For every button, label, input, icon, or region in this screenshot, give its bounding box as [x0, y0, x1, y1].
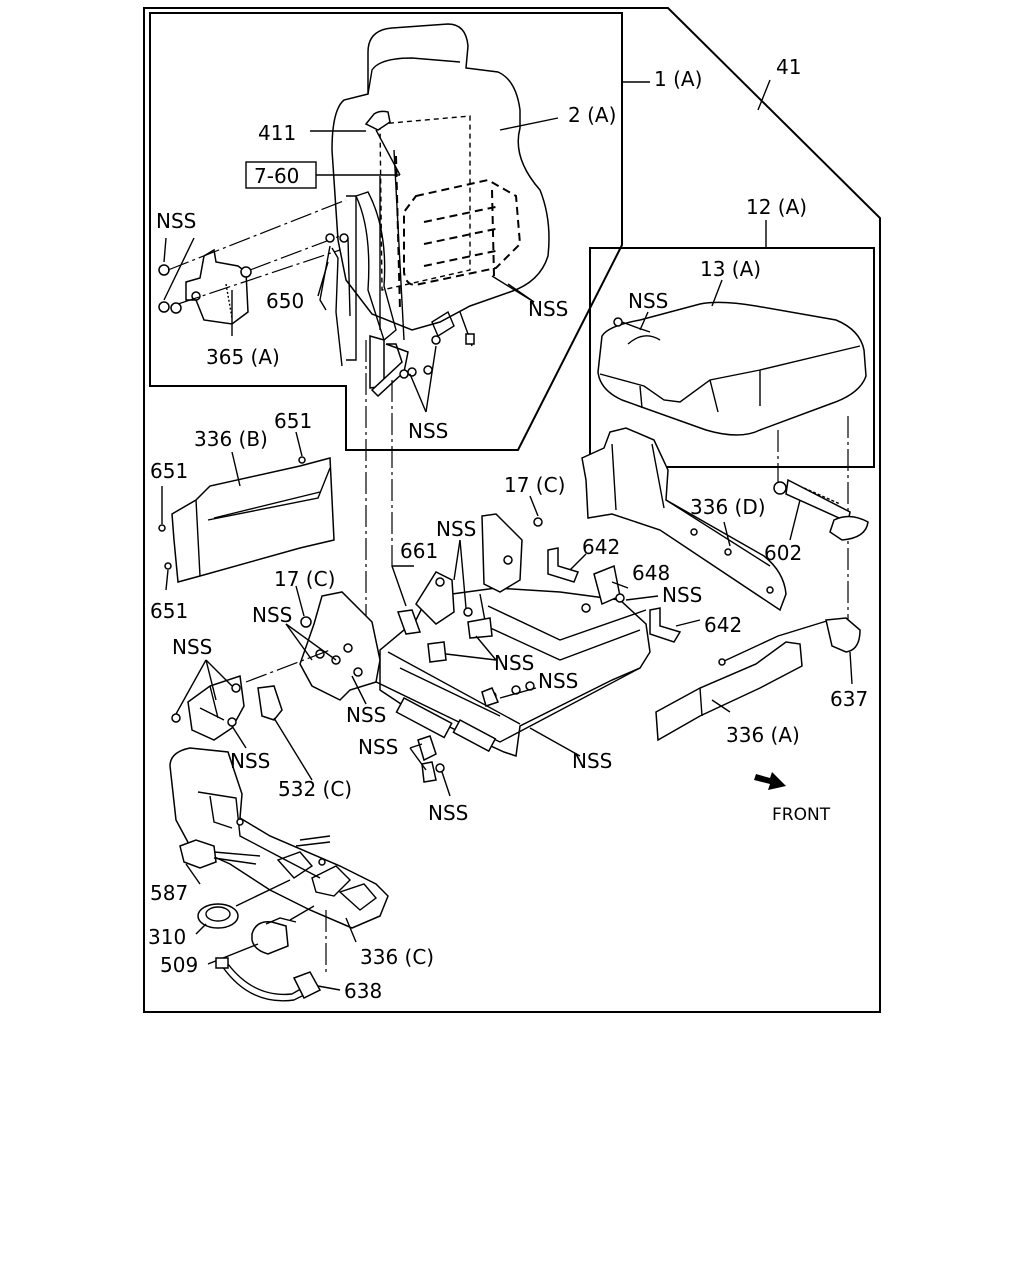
label-nss-left: NSS — [252, 603, 292, 627]
label-651-top: 651 — [274, 409, 312, 433]
knob-310 — [195, 879, 291, 935]
back-hinge-area — [369, 335, 441, 398]
label-310: 310 — [148, 925, 186, 949]
label-336a: 336 (A) — [726, 723, 800, 747]
label-nss-cushion: NSS — [628, 289, 668, 313]
label-13a: 13 (A) — [700, 257, 761, 281]
label-532c: 532 (C) — [278, 777, 352, 801]
label-2a: 2 (A) — [568, 103, 616, 127]
label-602: 602 — [764, 541, 802, 565]
label-nss-actuator-top: NSS — [172, 635, 212, 659]
label-1a: 1 (A) — [654, 67, 702, 91]
left-side-plate — [285, 585, 381, 705]
label-nss-actuator: NSS — [230, 749, 270, 773]
side-cover-336a — [655, 641, 803, 742]
label-nss-rail-bottom: NSS — [428, 801, 468, 825]
label-509: 509 — [160, 953, 198, 977]
lever-602 — [773, 478, 869, 541]
front-direction-arrow — [754, 772, 786, 790]
seat-cushion-13a — [597, 301, 867, 436]
cushion-leader-nss — [639, 311, 649, 331]
label-nss-648: NSS — [662, 583, 702, 607]
side-cover-336b — [158, 431, 335, 591]
leader-336d — [723, 521, 731, 547]
label-nss-frame-mid: NSS — [494, 651, 534, 675]
label-nss-left-plate: NSS — [346, 703, 386, 727]
reference-box-7-60 — [245, 161, 317, 189]
headrest-stay-411 — [364, 110, 401, 176]
actuator-motor — [171, 659, 247, 749]
striker-642-upper — [547, 547, 587, 583]
cable-637 — [718, 617, 861, 685]
label-642-upper: 642 — [582, 535, 620, 559]
label-41: 41 — [776, 55, 801, 79]
side-cover-336d — [581, 427, 787, 612]
label-nss-rail-left: NSS — [358, 735, 398, 759]
seat-back — [331, 23, 550, 347]
label-637: 637 — [830, 687, 868, 711]
label-17c-right: 17 (C) — [504, 473, 565, 497]
harness-638 — [215, 910, 341, 1002]
cushion-leader-13a — [711, 279, 723, 307]
striker-642-lower — [649, 607, 701, 643]
label-7-60: 7-60 — [254, 164, 299, 188]
outer-frame-border — [143, 7, 881, 1013]
label-336d: 336 (D) — [690, 495, 766, 519]
leaders-seat-back — [163, 79, 771, 413]
label-661: 661 — [400, 539, 438, 563]
label-nss-frame: NSS — [572, 749, 612, 773]
label-638: 638 — [344, 979, 382, 1003]
bracket-532c — [245, 649, 331, 781]
label-front: FRONT — [772, 805, 831, 825]
rail-clips — [409, 539, 581, 797]
label-17c-left: 17 (C) — [274, 567, 335, 591]
switch-587 — [179, 839, 261, 885]
label-nss-661: NSS — [436, 517, 476, 541]
cushion-subframe — [589, 247, 875, 468]
label-nss-back-bottom: NSS — [528, 297, 568, 321]
label-651-left: 651 — [150, 459, 188, 483]
label-nss-backframe: NSS — [156, 209, 196, 233]
label-336c: 336 (C) — [360, 945, 434, 969]
label-336b: 336 (B) — [194, 427, 268, 451]
seat-back-subframe — [149, 12, 623, 451]
latch-plate — [481, 495, 543, 593]
label-642-lower: 642 — [704, 613, 742, 637]
buckle-648 — [581, 564, 659, 613]
bracket-661 — [391, 565, 493, 663]
label-nss-frame-right: NSS — [538, 669, 578, 693]
label-650: 650 — [266, 289, 304, 313]
label-365a: 365 (A) — [206, 345, 280, 369]
label-nss-hinge: NSS — [408, 419, 448, 443]
label-411: 411 — [258, 121, 296, 145]
label-648: 648 — [632, 561, 670, 585]
label-651-bottom: 651 — [150, 599, 188, 623]
label-587: 587 — [150, 881, 188, 905]
side-cover-336c — [169, 747, 389, 929]
recline-lever-650 — [319, 195, 357, 367]
label-12a: 12 (A) — [746, 195, 807, 219]
